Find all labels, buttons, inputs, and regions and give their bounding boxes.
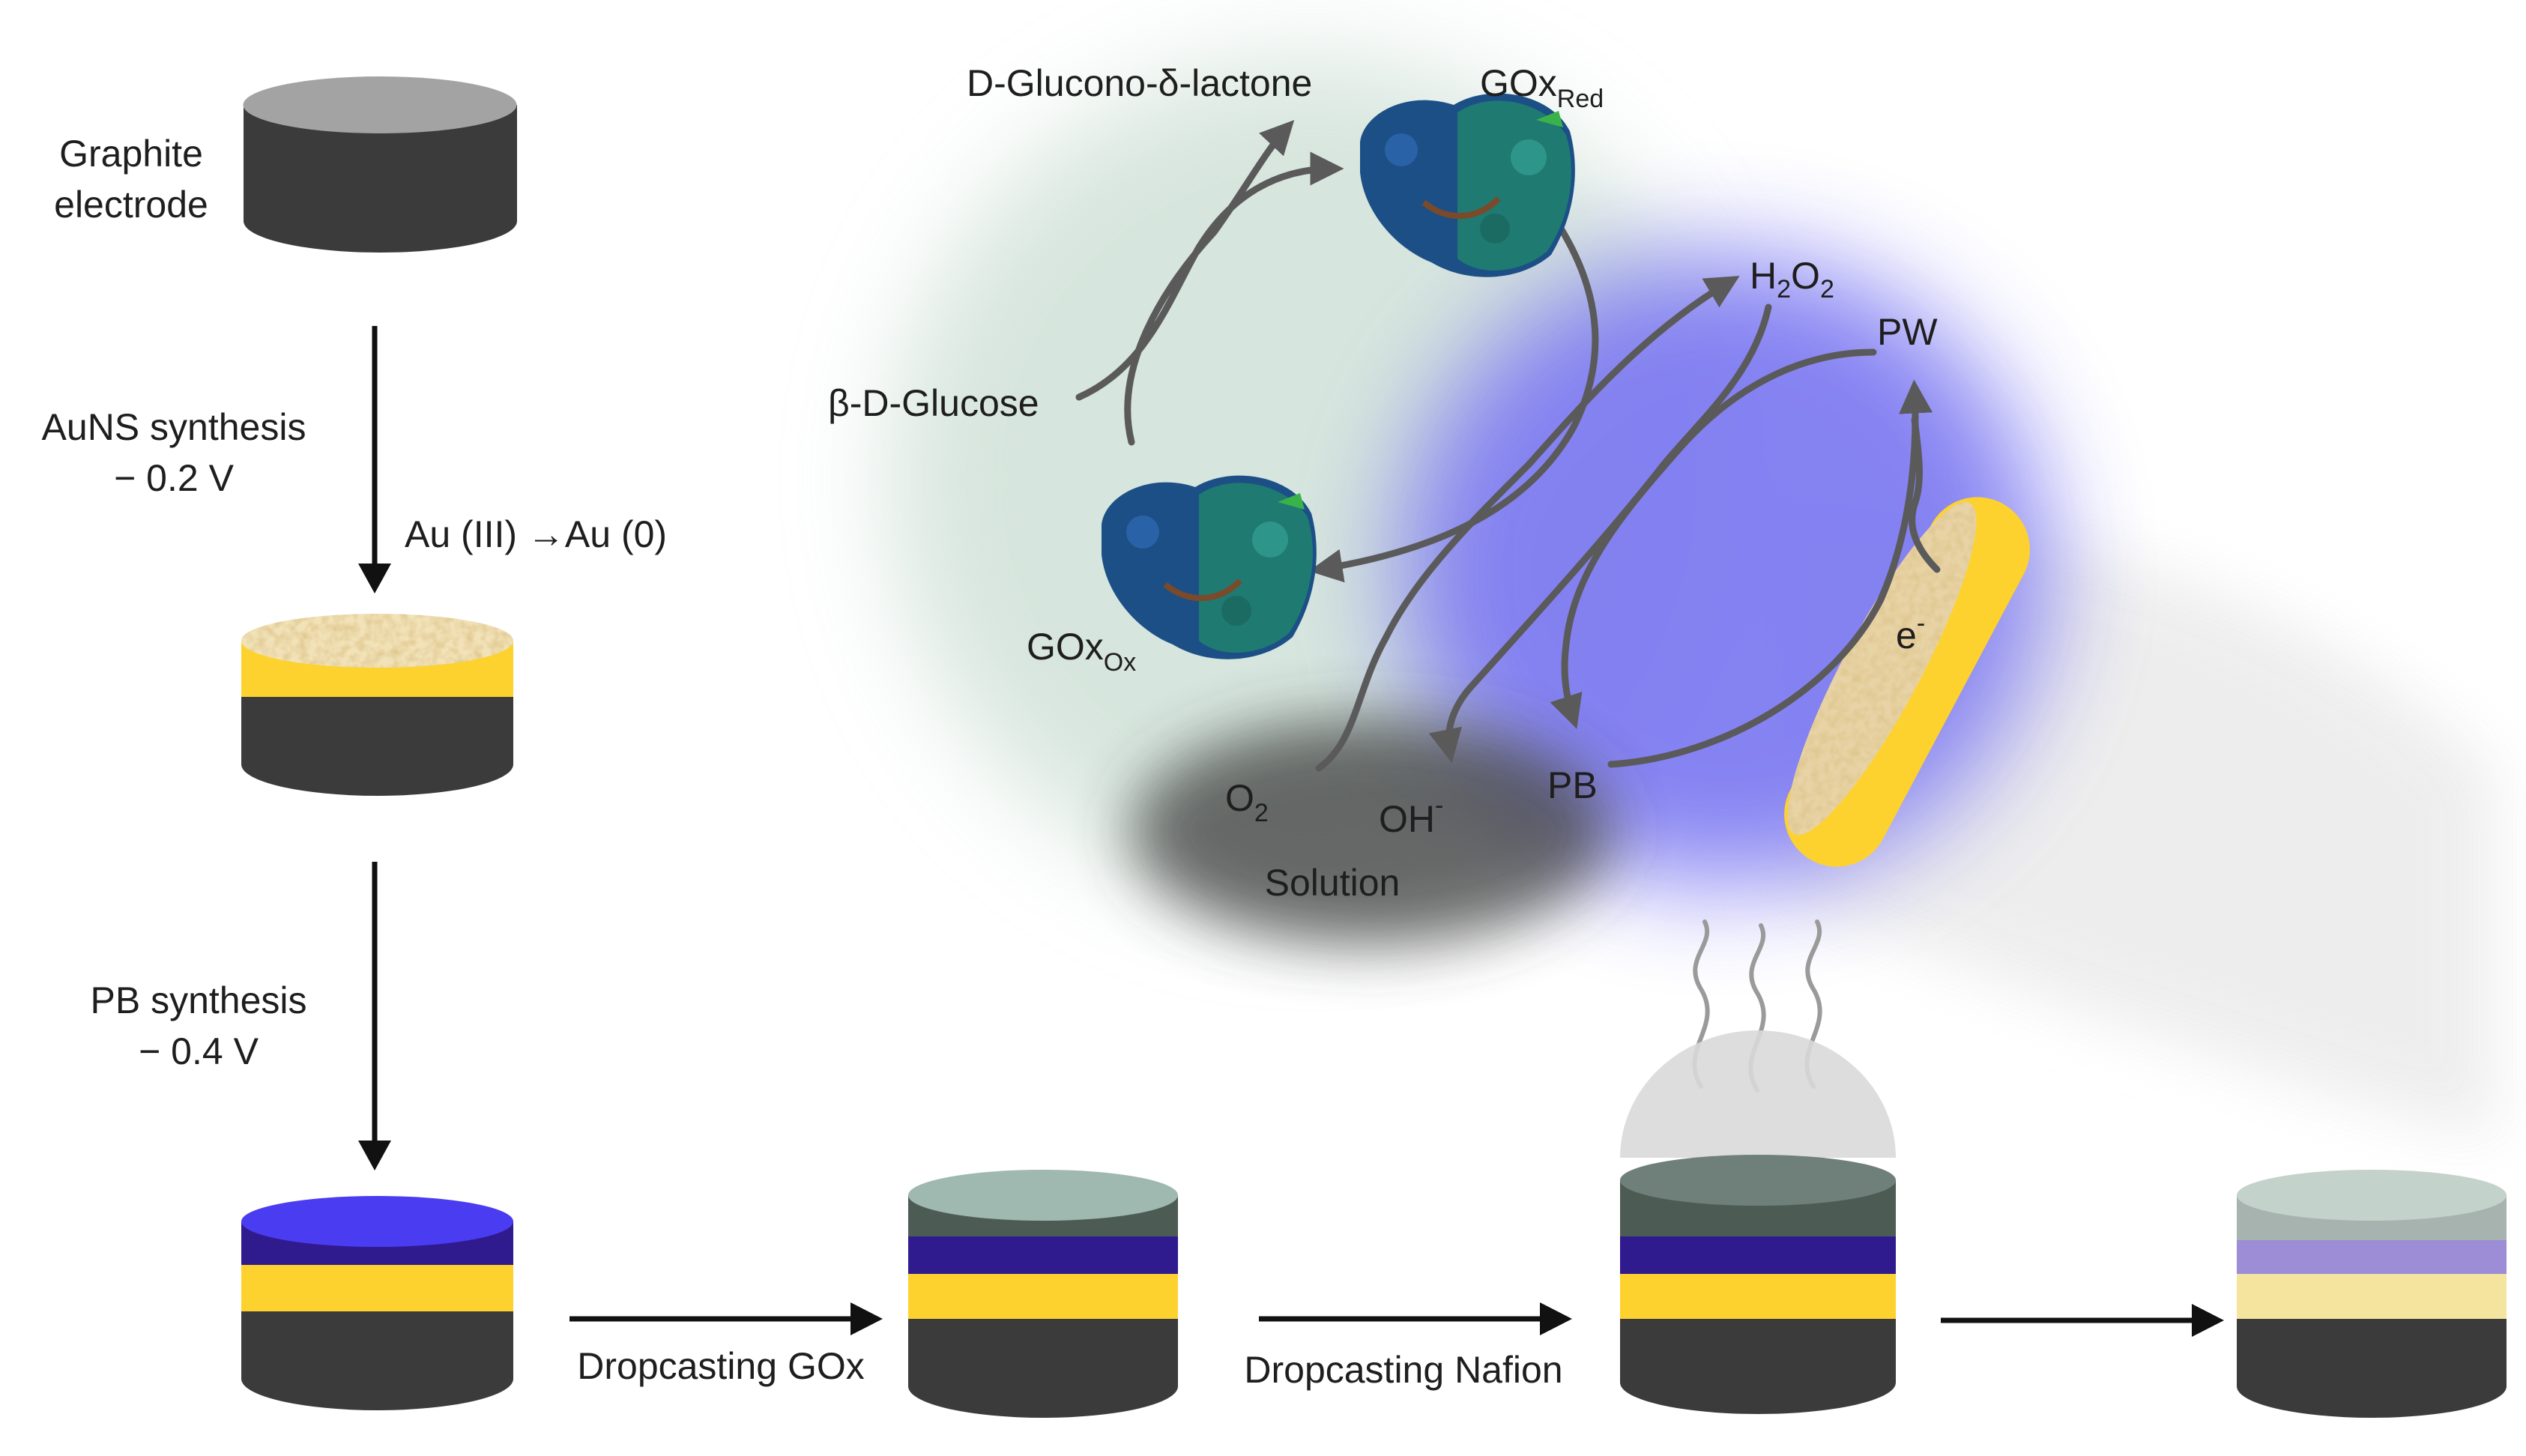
electron-label: e- <box>1896 609 1925 656</box>
pb-label: PB <box>1547 764 1598 806</box>
pb-electrode <box>241 1196 513 1410</box>
down-arrow-icon <box>358 862 391 1170</box>
right-arrow-icon <box>569 1302 883 1335</box>
solution-cloud <box>1131 719 1611 944</box>
curved-arrow-icon <box>1308 221 1740 772</box>
o2-label: O2 <box>1225 777 1269 827</box>
gox-electrode <box>908 1170 1178 1418</box>
lactone-label: D-Glucono-δ-lactone <box>967 62 1312 104</box>
auns-step-voltage: − 0.2 V <box>114 457 234 499</box>
oh-label: OH- <box>1379 791 1443 840</box>
graphite-electrode <box>243 76 517 253</box>
pb-step-voltage: − 0.4 V <box>139 1030 259 1072</box>
graphite-label-line2: electrode <box>54 184 208 226</box>
nafion-electrode <box>1620 1030 1896 1414</box>
auns-step-label: AuNS synthesis <box>42 406 306 448</box>
pw-label: PW <box>1877 311 1938 353</box>
enzyme-gox-icon <box>1360 93 1575 277</box>
curved-arrow-icon <box>1550 348 1941 768</box>
gox-red-label: GOxRed <box>1480 62 1604 113</box>
curved-arrow-icon <box>1075 120 1344 446</box>
enzyme-gox-icon <box>1102 475 1317 659</box>
h2o2-label: H2O2 <box>1750 255 1834 303</box>
final-sensor-electrode <box>2237 1170 2507 1418</box>
gox-ox-label: GOxOx <box>1027 626 1136 677</box>
right-arrow-icon <box>1259 1302 1572 1335</box>
down-arrow-icon <box>358 326 391 593</box>
dropcasting-gox-label: Dropcasting GOx <box>577 1345 864 1387</box>
dropcasting-nafion-label: Dropcasting Nafion <box>1244 1349 1562 1391</box>
auns-electrode <box>241 614 513 796</box>
graphite-label-line1: Graphite <box>59 133 203 175</box>
right-arrow-icon <box>1941 1304 2224 1337</box>
solution-label: Solution <box>1265 862 1401 904</box>
tilted-electrode-disk <box>1784 497 2030 867</box>
pb-step-label: PB synthesis <box>90 979 306 1021</box>
glucose-label: β-D-Glucose <box>828 382 1039 424</box>
au-reduction-label: Au (III) →Au (0) <box>405 513 667 555</box>
